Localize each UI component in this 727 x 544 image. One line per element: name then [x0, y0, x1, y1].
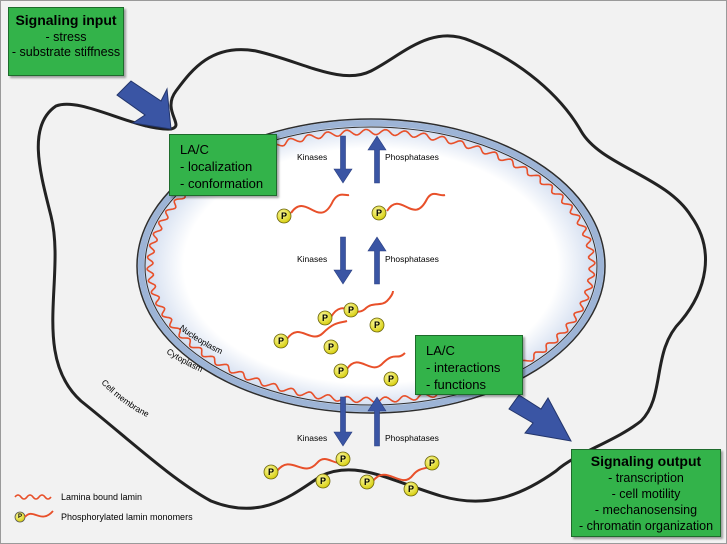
phosphate-label: P [278, 336, 284, 346]
signaling-output-item: - mechanosensing [594, 503, 698, 517]
phosphorylated-lamin-monomers: P P P P P P P P P P P P P P P [263, 192, 446, 497]
phosphate-group [424, 455, 440, 471]
signaling-input-item: - substrate stiffness [11, 45, 121, 59]
phosphate-label: P [281, 211, 287, 221]
phosphatases-label-1: Phosphatases [385, 152, 439, 162]
phosphate-group [333, 363, 349, 379]
lac-top-title: LA/C [180, 142, 209, 157]
signaling-output-item: - transcription [608, 471, 684, 485]
phosphate-group [276, 208, 292, 224]
lac-bottom-title: LA/C [426, 343, 455, 358]
phosphate-label: P [408, 484, 414, 494]
phosphate-label: P [340, 454, 346, 464]
phosphate-label: P [268, 467, 274, 477]
phosphate-label: P [374, 320, 380, 330]
cell-membrane [36, 34, 707, 510]
phosphate-group [263, 464, 279, 480]
phosphate-label: P [348, 305, 354, 315]
phosphate-label: P [388, 374, 394, 384]
kinases-label-3: Kinases [297, 433, 327, 443]
lamin-monomer [286, 320, 348, 340]
phosphate-group [273, 333, 289, 349]
lamin-monomer [372, 462, 434, 482]
legend-p-letter: P [18, 514, 22, 520]
phosphate-label: P [320, 476, 326, 486]
lac-top-item: - conformation [180, 176, 264, 191]
phosphate-group [383, 371, 399, 387]
lac-bottom-item: - functions [426, 377, 486, 392]
kinases-arrow-3 [333, 396, 353, 447]
phosphate-label: P [376, 208, 382, 218]
phosphate-group [371, 205, 387, 221]
legend-phospho-label: Phosphorylated lamin monomers [61, 512, 193, 522]
legend-monomer-symbol [24, 510, 54, 518]
phosphate-label: P [429, 458, 435, 468]
signaling-output-item: - cell motility [611, 487, 681, 501]
phosphate-group [403, 481, 419, 497]
lac-interactions-box: LA/C - interactions - functions [415, 335, 523, 395]
phosphate-label: P [328, 342, 334, 352]
signaling-output-arrow [508, 394, 572, 442]
phosphate-group [317, 310, 333, 326]
signaling-input-item: - stress [45, 30, 87, 44]
signaling-output-item: - chromatin organization [578, 519, 714, 533]
signaling-output-box: Signaling output - transcription - cell … [571, 449, 721, 537]
phosphate-label: P [322, 313, 328, 323]
phosphate-group [359, 474, 375, 490]
lamin-monomer [346, 352, 406, 370]
kinases-arrow-2 [333, 236, 353, 285]
signaling-input-box: Signaling input - stress - substrate sti… [8, 7, 124, 76]
lac-top-item: - localization [180, 159, 253, 174]
cell-membrane-label: Cell membrane [100, 377, 151, 419]
lac-bottom-item: - interactions [426, 360, 501, 375]
phosphate-label: P [364, 477, 370, 487]
phosphatases-arrow-2 [367, 236, 387, 285]
phosphate-group [369, 317, 385, 333]
phosphate-group [315, 473, 331, 489]
lamin-monomer [386, 192, 446, 212]
phosphate-group [335, 451, 351, 467]
kinases-label-1: Kinases [297, 152, 327, 162]
signaling-input-title: Signaling input [15, 12, 117, 28]
phosphate-group [343, 302, 359, 318]
legend-lamina-label: Lamina bound lamin [61, 492, 142, 502]
signaling-output-title: Signaling output [590, 453, 702, 469]
phosphatases-label-3: Phosphatases [385, 433, 439, 443]
phosphatases-arrow-3 [367, 396, 387, 447]
phosphatases-label-2: Phosphatases [385, 254, 439, 264]
lac-localization-box: LA/C - localization - conformation [169, 134, 277, 196]
kinases-arrow-1 [333, 135, 353, 184]
signaling-input-arrow [116, 80, 172, 130]
kinases-label-2: Kinases [297, 254, 327, 264]
phosphatases-arrow-1 [367, 135, 387, 184]
phosphate-group [323, 339, 339, 355]
legend-lamina-symbol [14, 494, 52, 500]
phosphate-label: P [338, 366, 344, 376]
lamin-monomer [290, 193, 350, 214]
kinase-phosphatase-arrows [333, 135, 387, 447]
